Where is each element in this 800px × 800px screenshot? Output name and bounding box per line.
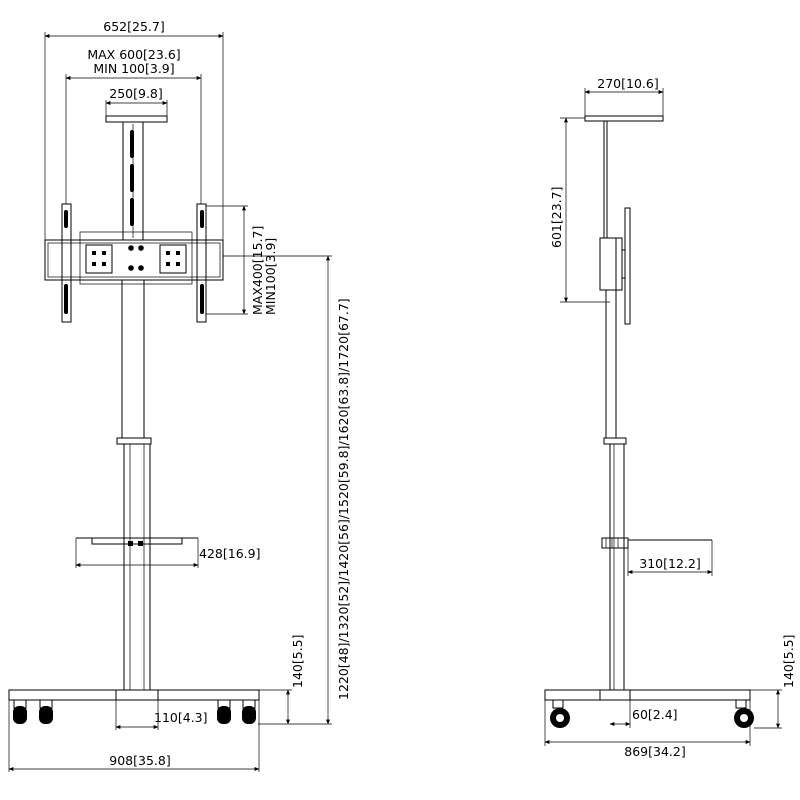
frame-plate-right bbox=[159, 244, 187, 274]
shelf-width-label: 428[16.9] bbox=[199, 546, 260, 561]
upper-column-slot bbox=[130, 198, 134, 226]
base-inner-label: 110[4.3] bbox=[154, 710, 208, 725]
caster-wheel bbox=[734, 699, 754, 728]
mounting-frame bbox=[44, 239, 224, 281]
top-bracket-label: 250[9.8] bbox=[109, 86, 163, 101]
top-bracket-plate bbox=[105, 115, 168, 123]
side-base-depth-label: 869[34.2] bbox=[624, 744, 685, 759]
shelf bbox=[91, 537, 183, 545]
caster-wheel bbox=[217, 699, 231, 724]
top-shelf-height-label: 601[23.7] bbox=[549, 187, 564, 248]
side-column-lower bbox=[609, 443, 625, 691]
height-range-label: 1220[48]/1320[52]/1420[56]/1520[59.8]/16… bbox=[336, 298, 351, 700]
base bbox=[8, 689, 260, 701]
top-shelf-depth-label: 270[10.6] bbox=[597, 76, 658, 91]
frame-plate-left bbox=[85, 244, 113, 274]
upper-column-slot bbox=[130, 164, 134, 192]
vesa-max-label: MAX 600[23.6] bbox=[87, 47, 180, 62]
column-collar bbox=[116, 437, 152, 445]
vertical-min-label: MIN100[3.9] bbox=[263, 238, 278, 315]
vertical-max-label: MAX400[15.7] bbox=[250, 226, 265, 315]
upper-column-slot bbox=[130, 130, 134, 158]
main-column-lower bbox=[123, 443, 151, 691]
side-view: 270[10.6] 601[23.7] 310[12.2] 140[5.5] 6… bbox=[544, 76, 796, 759]
caster-wheel bbox=[242, 699, 256, 724]
side-shelf-depth-label: 310[12.2] bbox=[639, 556, 700, 571]
side-base-height-label: 140[5.5] bbox=[781, 635, 796, 689]
main-column-upper bbox=[121, 279, 145, 439]
base-height-label: 140[5.5] bbox=[290, 635, 305, 689]
vesa-min-label: MIN 100[3.9] bbox=[93, 61, 174, 76]
vesa-arm-left bbox=[61, 203, 72, 323]
caster-wheel bbox=[39, 699, 53, 724]
side-shelf-clamp bbox=[601, 537, 629, 549]
front-view: 652[25.7] MAX 600[23.6] MIN 100[3.9] 250… bbox=[8, 19, 351, 772]
top-shelf bbox=[584, 115, 664, 122]
side-mount-box bbox=[599, 237, 623, 291]
overall-width-label: 652[25.7] bbox=[103, 19, 164, 34]
side-base-offset-label: 60[2.4] bbox=[632, 707, 678, 722]
side-column-collar bbox=[603, 437, 627, 445]
vesa-arm-right bbox=[196, 203, 207, 323]
base-width-label: 908[35.8] bbox=[109, 753, 170, 768]
caster-wheel bbox=[13, 699, 27, 724]
caster-wheel bbox=[550, 699, 570, 728]
side-column-upper bbox=[605, 289, 617, 439]
side-base bbox=[544, 689, 751, 701]
screen-side bbox=[624, 207, 631, 325]
